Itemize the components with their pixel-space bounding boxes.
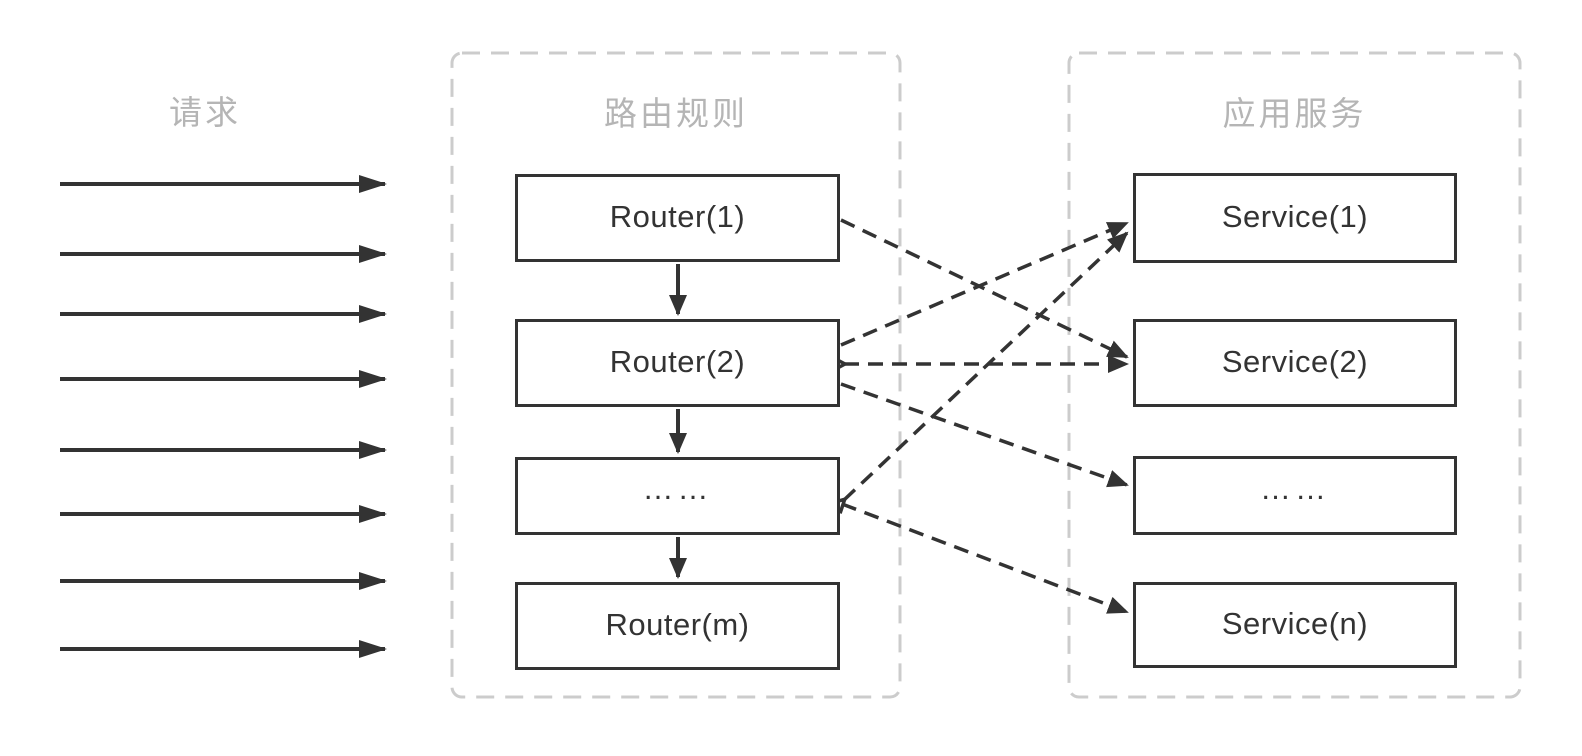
- router-1-node: Router(1): [515, 174, 840, 262]
- router-1-label: Router(1): [609, 199, 746, 234]
- router-2-node: Router(2): [515, 319, 840, 407]
- router-ellipsis-node: ……: [515, 457, 840, 535]
- services-zone-title: 应用服务: [1222, 95, 1367, 132]
- router-m-label: Router(m): [605, 607, 750, 642]
- service-n-node: Service(n): [1133, 582, 1457, 668]
- link-router-ellipsis-servicen: [841, 502, 1129, 614]
- service-1-label: Service(1): [1221, 199, 1369, 234]
- request-arrows: [60, 175, 387, 658]
- service-2-node: Service(2): [1133, 319, 1457, 407]
- link-router-ellipsis-service1-bidirectional: [844, 233, 1127, 500]
- service-ellipsis-node: ……: [1133, 456, 1457, 535]
- link-router2-service-ellipsis: [840, 382, 1129, 488]
- service-n-label: Service(n): [1221, 606, 1369, 641]
- service-1-node: Service(1): [1133, 173, 1457, 263]
- requests-zone-title: 请求: [169, 94, 241, 131]
- service-2-label: Service(2): [1221, 344, 1369, 379]
- router-ellipsis-label: ……: [642, 471, 713, 506]
- routing-zone-title: 路由规则: [604, 95, 748, 132]
- service-ellipsis-label: ……: [1260, 470, 1330, 506]
- router-2-label: Router(2): [609, 344, 746, 379]
- link-router2-service1: [840, 221, 1129, 347]
- router-m-node: Router(m): [515, 582, 840, 670]
- routing-links: [840, 218, 1129, 614]
